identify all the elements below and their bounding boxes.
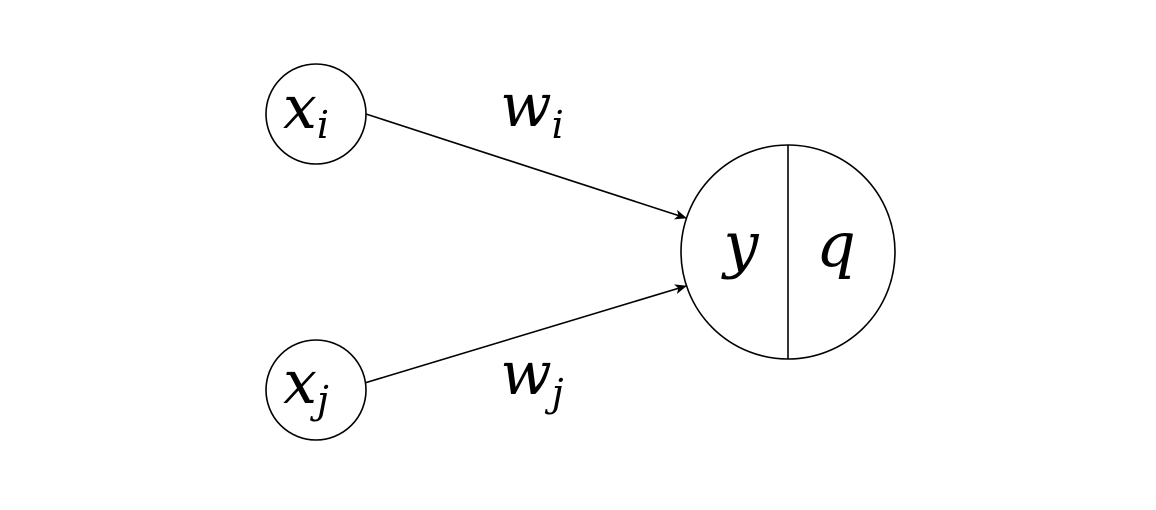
input-node-xi: xi [265, 63, 367, 165]
input-node-xi-base: x [283, 73, 317, 143]
weight-label-wj: wj [500, 339, 563, 415]
input-node-xi-sub: i [317, 103, 329, 147]
input-node-xj-circle [265, 339, 367, 441]
input-node-xi-label: xi [283, 73, 329, 147]
input-node-xi-circle [265, 63, 367, 165]
output-node: y q [680, 144, 896, 360]
input-node-xj-label: xj [283, 348, 329, 422]
weight-label-wi-base: w [500, 71, 551, 141]
edge-xi-to-output [365, 113, 687, 220]
weight-label-wi-sub: i [552, 103, 564, 147]
output-node-right-label: q [816, 208, 856, 281]
edge-xj-to-output [357, 284, 687, 386]
weight-label-wi: wi [500, 71, 564, 147]
input-node-xj: xj [265, 339, 367, 441]
output-node-left-label: y [720, 208, 759, 281]
weight-label-wj-base: w [500, 339, 551, 409]
input-node-xj-base: x [283, 348, 317, 418]
